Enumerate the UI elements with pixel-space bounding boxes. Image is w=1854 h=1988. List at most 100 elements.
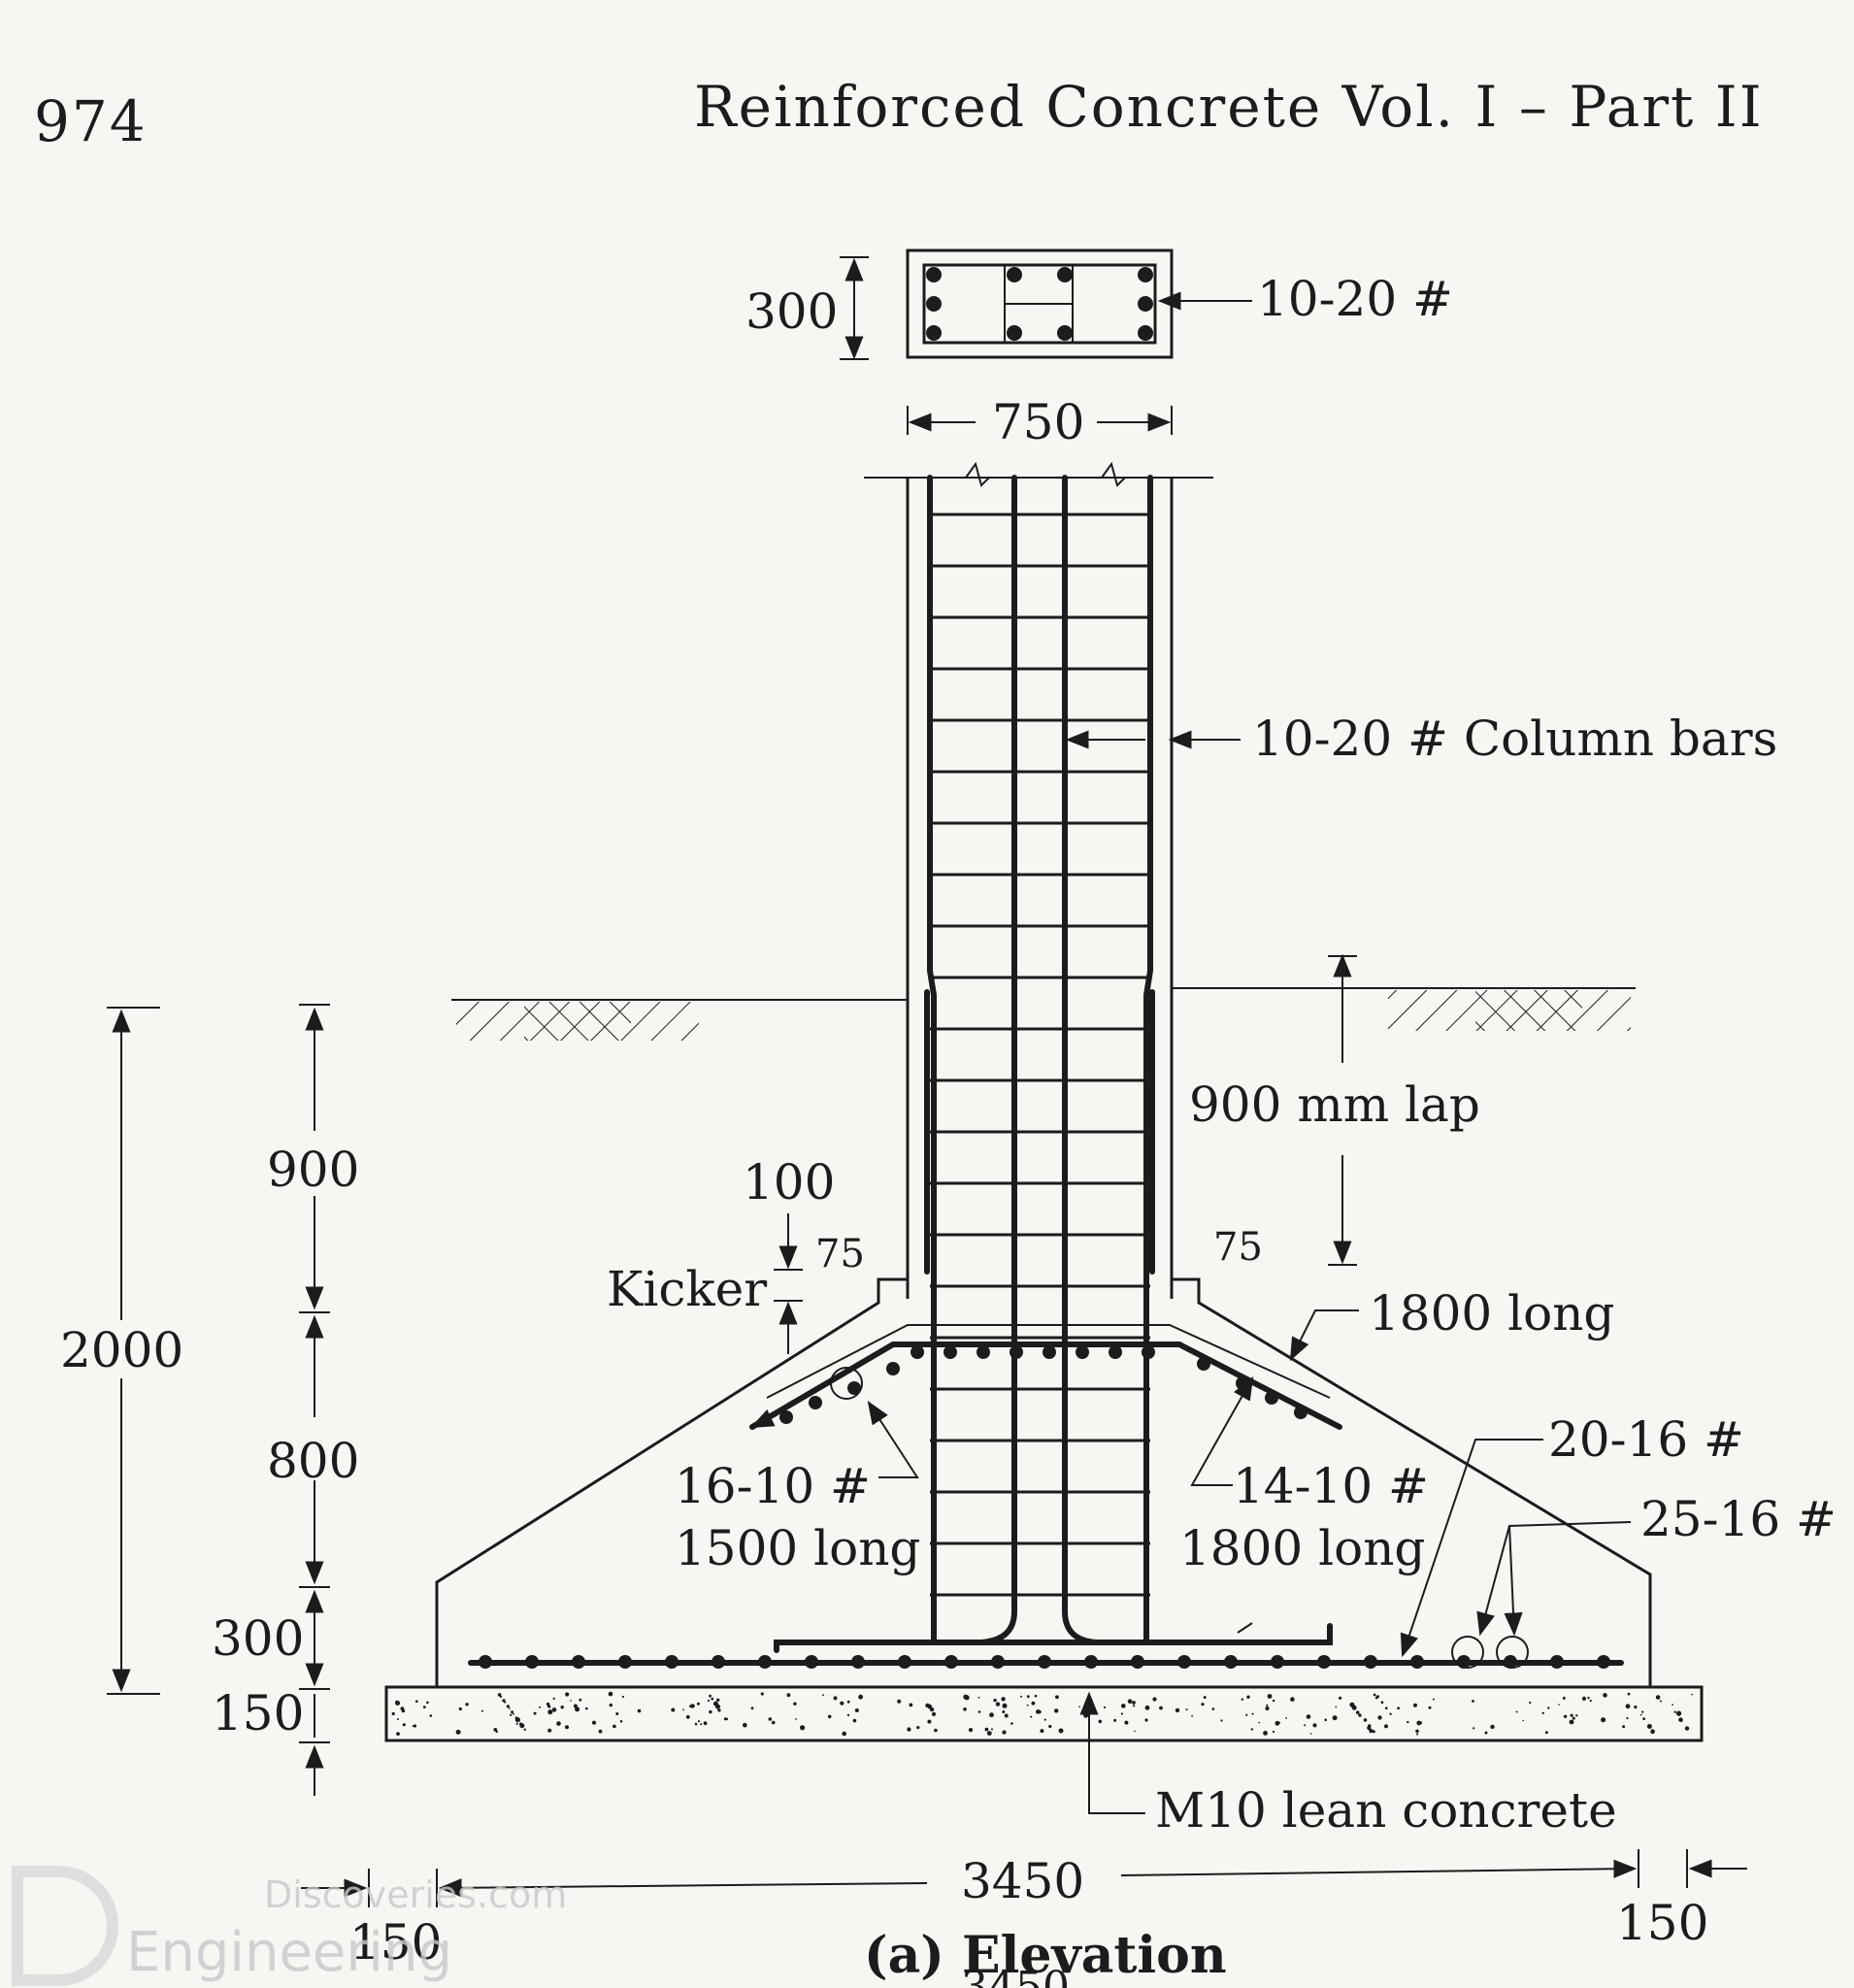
concrete-speckle	[1367, 1726, 1372, 1731]
plan-depth-label: 300	[745, 283, 838, 340]
concrete-speckle	[1324, 1718, 1327, 1722]
concrete-speckle	[1103, 1706, 1107, 1708]
concrete-speckle	[1572, 1716, 1575, 1720]
concrete-speckle	[609, 1703, 612, 1707]
column-bars-label: 10-20 # Column bars	[1252, 711, 1777, 767]
concrete-speckle	[1601, 1717, 1606, 1723]
dim-total-depth: 2000	[60, 1322, 183, 1378]
concrete-speckle	[697, 1720, 701, 1723]
concrete-speckle	[465, 1703, 469, 1706]
watermark-top: Discoveries.com	[264, 1873, 567, 1916]
bottom-bar-section	[618, 1655, 632, 1669]
concrete-speckle	[1407, 1720, 1409, 1724]
concrete-speckle	[513, 1712, 514, 1715]
concrete-speckle	[547, 1709, 553, 1715]
bottom-bar-section	[944, 1655, 958, 1669]
concrete-speckle	[585, 1706, 588, 1710]
top-bar-section	[1076, 1345, 1089, 1359]
concrete-speckle	[822, 1694, 824, 1697]
concrete-speckle	[858, 1694, 863, 1700]
top-bar-section	[1109, 1345, 1122, 1359]
concrete-speckle	[986, 1731, 992, 1736]
concrete-speckle	[1258, 1721, 1260, 1724]
left-bars-label: 16-10 #	[675, 1458, 871, 1514]
concrete-speckle	[989, 1712, 994, 1718]
concrete-speckle	[598, 1729, 603, 1734]
dim-lean-layer: 150	[212, 1685, 304, 1741]
concrete-speckle	[909, 1703, 913, 1707]
concrete-speckle	[495, 1730, 498, 1734]
top-bar-section	[944, 1345, 957, 1359]
page-number: 974	[34, 88, 148, 154]
concrete-speckle	[1570, 1713, 1573, 1717]
concrete-speckle	[1004, 1713, 1009, 1718]
concrete-speckle	[401, 1708, 406, 1713]
concrete-speckle	[504, 1701, 507, 1704]
bottom-bar-section	[525, 1655, 539, 1669]
ground-surface	[451, 987, 1636, 1041]
concrete-speckle	[565, 1725, 569, 1730]
concrete-speckle	[637, 1708, 642, 1713]
concrete-speckle	[1603, 1693, 1607, 1698]
bottom-bar-section	[712, 1655, 725, 1669]
top-bar-section	[1043, 1345, 1056, 1359]
concrete-speckle	[1002, 1730, 1007, 1735]
concrete-speckle	[510, 1713, 513, 1717]
concrete-speckle	[1541, 1711, 1544, 1715]
concrete-speckle	[1290, 1697, 1295, 1702]
concrete-speckle	[511, 1710, 514, 1714]
top-bar-section	[1265, 1391, 1278, 1405]
concrete-speckle	[551, 1707, 557, 1712]
concrete-speckle	[842, 1731, 846, 1737]
concrete-speckle	[1113, 1718, 1117, 1722]
concrete-speckle	[1389, 1712, 1392, 1715]
concrete-speckle	[711, 1697, 714, 1701]
bottom-bar-section	[758, 1655, 772, 1669]
concrete-speckle	[579, 1698, 582, 1702]
plan-width-label: 750	[992, 394, 1084, 450]
concrete-speckle	[768, 1717, 773, 1721]
concrete-speckle	[1472, 1700, 1474, 1703]
concrete-speckle	[1625, 1704, 1631, 1709]
top-bar-section	[910, 1345, 924, 1359]
concrete-speckle	[840, 1701, 844, 1706]
concrete-speckle	[1660, 1700, 1662, 1703]
concrete-speckle	[750, 1706, 754, 1710]
concrete-speckle	[1144, 1718, 1148, 1722]
concrete-speckle	[1473, 1727, 1475, 1730]
bottom-bar-section	[1131, 1655, 1144, 1669]
concrete-speckle	[1285, 1717, 1287, 1719]
dim-left-offset: 150	[349, 1914, 442, 1971]
concrete-speckle	[1133, 1705, 1136, 1707]
concrete-speckle	[1265, 1706, 1270, 1711]
bottom-bar-section	[1177, 1655, 1191, 1669]
concrete-speckle	[612, 1724, 616, 1729]
concrete-speckle	[497, 1693, 502, 1697]
concrete-speckle	[1415, 1729, 1419, 1734]
concrete-speckle	[575, 1706, 580, 1712]
concrete-speckle	[1397, 1706, 1400, 1710]
bottom-bar-section	[898, 1655, 911, 1669]
dim-vertical-edge: 300	[212, 1610, 304, 1667]
concrete-speckle	[619, 1720, 623, 1723]
concrete-speckle	[523, 1728, 526, 1731]
bottom-bar-section	[1038, 1655, 1051, 1669]
concrete-speckle	[506, 1705, 510, 1708]
concrete-speckle	[931, 1711, 937, 1716]
concrete-speckle	[1304, 1724, 1307, 1727]
bottom-bar-section	[1597, 1655, 1610, 1669]
concrete-speckle	[709, 1709, 712, 1714]
bottom-bar-section	[1364, 1655, 1377, 1669]
concrete-speckle	[514, 1717, 521, 1723]
concrete-speckle	[1246, 1695, 1250, 1699]
concrete-speckle	[1134, 1730, 1136, 1733]
concrete-speckle	[1515, 1710, 1518, 1713]
concrete-speckle	[1522, 1719, 1524, 1722]
concrete-speckle	[1416, 1733, 1419, 1736]
concrete-speckle	[1691, 1693, 1693, 1696]
concrete-speckle	[760, 1692, 764, 1696]
concrete-speckle	[397, 1718, 399, 1720]
concrete-speckle	[934, 1728, 938, 1733]
